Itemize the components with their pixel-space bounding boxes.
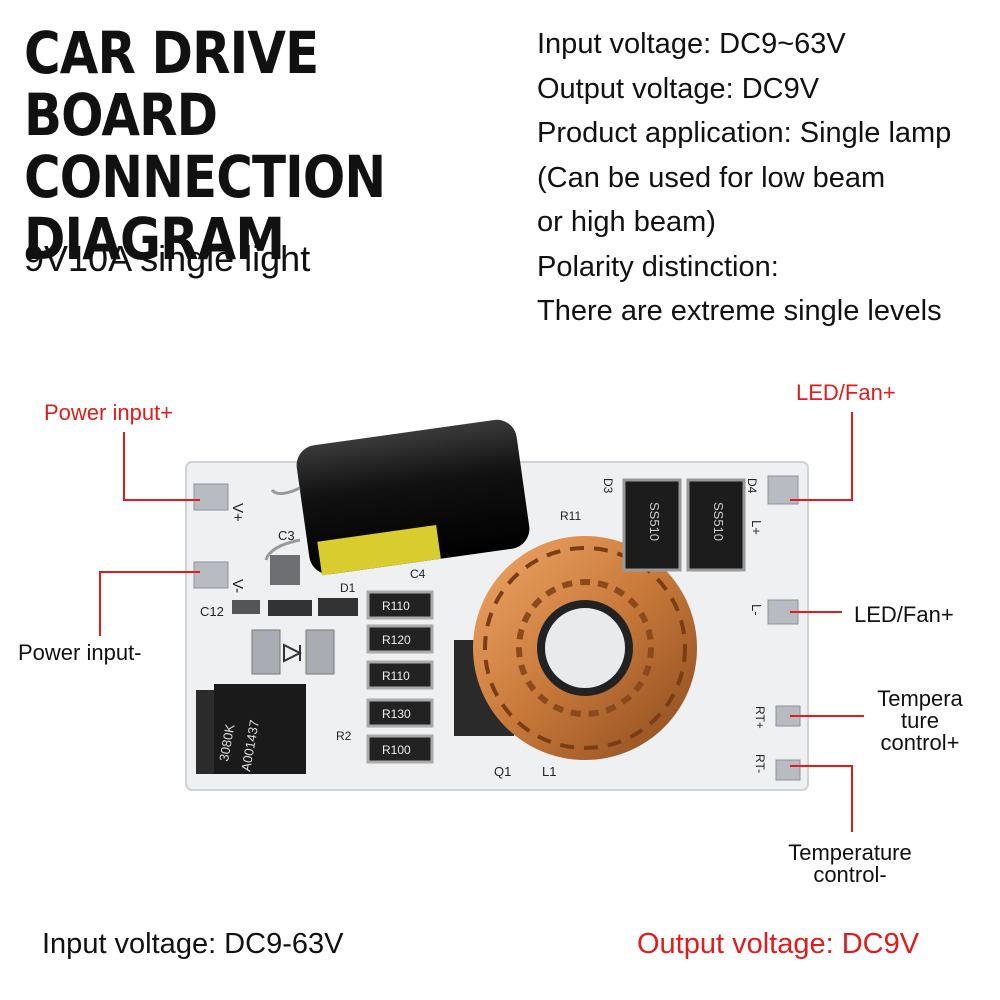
silk-l1: L1 xyxy=(542,764,556,779)
resistor-3 xyxy=(366,660,434,690)
spec-application-note-1: (Can be used for low beam xyxy=(537,161,886,194)
resistor-2-label: R120 xyxy=(382,633,411,647)
toroid-inductor xyxy=(473,536,697,760)
label-power-input-plus: Power input+ xyxy=(44,400,174,425)
label-temp-plus-line-2: ture xyxy=(901,708,939,733)
silk-c4: C4 xyxy=(410,567,426,581)
smd-part-1 xyxy=(270,555,300,585)
leader-temp-minus xyxy=(790,765,853,832)
label-temp-plus-line-1: Tempera xyxy=(877,686,963,711)
footer-output-voltage: Output voltage: DC9V xyxy=(637,928,920,960)
label-temp-plus: Tempera ture control+ xyxy=(864,688,976,754)
resistor-1 xyxy=(366,590,434,620)
title-line-2: CONNECTION xyxy=(24,143,386,211)
silk-d3: D3 xyxy=(601,478,615,494)
silk-c3: C3 xyxy=(278,528,295,543)
smd-part-4 xyxy=(318,598,358,616)
diode-symbol xyxy=(283,643,303,663)
toroid-core xyxy=(537,600,633,696)
spec-polarity-note: There are extreme single levels xyxy=(537,295,942,327)
toroid-core-ring xyxy=(516,579,654,717)
spec-list: Input voltage: DC9~63V Output voltage: D… xyxy=(537,22,997,334)
leader-power-input-plus xyxy=(123,432,200,501)
resistor-5 xyxy=(366,734,434,764)
label-led-fan-mid: LED/Fan+ xyxy=(854,602,954,627)
smd-part-3 xyxy=(268,600,312,616)
toroid-hole xyxy=(541,604,629,692)
silk-ic: 3080K xyxy=(216,723,237,763)
spec-application-note-2: or high beam) xyxy=(537,206,716,238)
title-line-3: DIAGRAM xyxy=(24,205,285,273)
silk-rtminus: RT- xyxy=(753,754,767,773)
silk-r11: R11 xyxy=(560,509,581,523)
silk-r2: R2 xyxy=(336,729,352,743)
spec-input-voltage: Input voltage: DC9~63V xyxy=(537,28,846,60)
silk-lminus: L- xyxy=(749,604,764,616)
diode-pad-b xyxy=(305,629,335,675)
silk-q1: Q1 xyxy=(494,764,511,779)
silk-vplus: V+ xyxy=(229,503,246,522)
label-temp-minus: Temperature control- xyxy=(770,842,930,886)
mosfet-body xyxy=(214,684,306,774)
footer-input-voltage: Input voltage: DC9-63V xyxy=(42,928,344,960)
diode-a-body xyxy=(622,478,682,572)
diode-b-body xyxy=(686,478,746,572)
capacitor-lead-a xyxy=(270,486,301,495)
silk-rtplus: RT+ xyxy=(753,706,767,729)
capacitor-body xyxy=(296,419,530,575)
pad-vminus xyxy=(193,561,229,589)
pad-vplus xyxy=(193,483,229,511)
label-temp-minus-line-2: control- xyxy=(813,862,887,887)
spec-application: Product application: Single lamp xyxy=(537,117,952,149)
smd-part-2 xyxy=(232,600,260,614)
leader-power-input-minus xyxy=(99,571,200,636)
resistor-4 xyxy=(366,698,434,728)
spec-output-voltage: Output voltage: DC9V xyxy=(537,72,820,105)
diode-pad-a xyxy=(251,629,281,675)
label-led-fan-top: LED/Fan+ xyxy=(796,380,896,405)
resistor-4-label: R130 xyxy=(382,707,411,721)
resistor-3-label: R110 xyxy=(382,669,410,683)
resistor-5-label: R100 xyxy=(382,743,411,757)
resistor-2 xyxy=(366,624,434,654)
resistor-column: R110 R120 R110 R130 R100 xyxy=(366,590,434,764)
title-line-1: CAR DRIVE BOARD xyxy=(24,19,319,149)
silk-d4: D4 xyxy=(745,478,759,494)
resistor-1-label: R110 xyxy=(382,599,410,613)
label-power-input-minus: Power input- xyxy=(18,640,142,665)
silk-lplus: L+ xyxy=(749,520,764,535)
leader-led-fan-top xyxy=(790,412,853,501)
silk-c12: C12 xyxy=(200,604,224,619)
capacitor-lead-b xyxy=(264,538,301,561)
page-title: CAR DRIVE BOARD CONNECTION DIAGRAM xyxy=(24,22,437,270)
label-temp-minus-line-1: Temperature xyxy=(788,840,912,865)
label-temp-plus-line-3: control+ xyxy=(880,730,960,755)
diode-b-label: SS510 xyxy=(711,502,726,541)
subtitle: 9V10A single light xyxy=(24,238,311,279)
toroid-winding-ring xyxy=(483,546,687,750)
diode-a-label: SS510 xyxy=(647,502,662,541)
capacitor-sleeve xyxy=(317,525,441,576)
silk-vminus: V- xyxy=(229,579,246,593)
pad-led-plus xyxy=(767,475,799,505)
silk-d1: D1 xyxy=(340,581,356,595)
spec-polarity: Polarity distinction: xyxy=(537,250,779,283)
